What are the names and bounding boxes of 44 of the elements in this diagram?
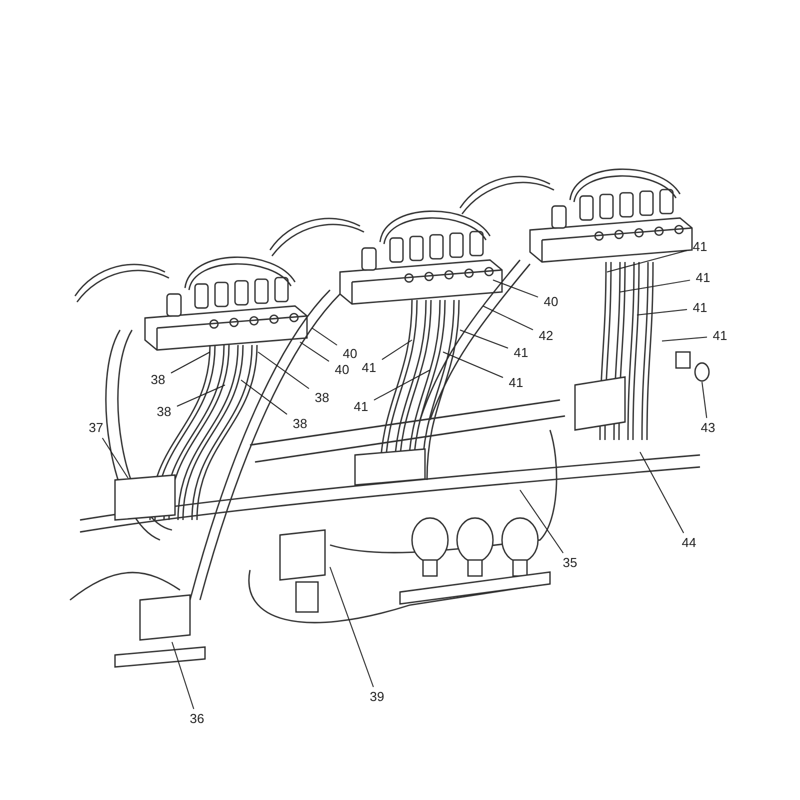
leader-line	[240, 380, 288, 415]
callout-number: 38	[311, 390, 333, 406]
leader-line	[482, 306, 534, 330]
callout-number: 43	[697, 420, 719, 436]
leader-line	[300, 342, 330, 362]
leader-line	[330, 566, 374, 688]
callout-number: 42	[535, 328, 557, 344]
leader-line	[662, 336, 708, 342]
callout-number: 38	[147, 372, 169, 388]
leader-line	[170, 352, 210, 374]
leader-line	[492, 280, 538, 298]
leader-line	[102, 438, 128, 478]
callout-number: 40	[339, 346, 361, 362]
leader-line	[312, 328, 338, 346]
leader-line	[636, 308, 688, 316]
callout-number: 41	[689, 300, 711, 316]
callout-number: 40	[331, 362, 353, 378]
callout-number: 41	[692, 270, 714, 286]
leader-line	[374, 370, 430, 401]
callout-number: 41	[350, 399, 372, 415]
callout-number: 38	[289, 416, 311, 432]
leader-line	[172, 642, 194, 710]
leader-line	[176, 384, 226, 407]
leader-line	[640, 452, 684, 534]
callout-number: 40	[540, 294, 562, 310]
leader-line	[460, 330, 508, 349]
leader-line	[620, 280, 690, 292]
callout-number: 41	[689, 239, 711, 255]
callout-number: 41	[505, 375, 527, 391]
callout-number: 36	[186, 711, 208, 727]
callout-number: 39	[366, 689, 388, 705]
leader-line	[702, 382, 708, 418]
callout-number: 41	[709, 328, 731, 344]
leader-line	[606, 250, 688, 272]
callout-number: 44	[678, 535, 700, 551]
leader-line	[520, 490, 564, 554]
callout-number: 35	[559, 555, 581, 571]
callout-number: 37	[85, 420, 107, 436]
leader-line	[442, 352, 504, 378]
callout-number: 38	[153, 404, 175, 420]
leader-line	[382, 340, 412, 360]
callout-number: 41	[510, 345, 532, 361]
callout-number: 41	[358, 360, 380, 376]
leader-line	[258, 352, 310, 390]
